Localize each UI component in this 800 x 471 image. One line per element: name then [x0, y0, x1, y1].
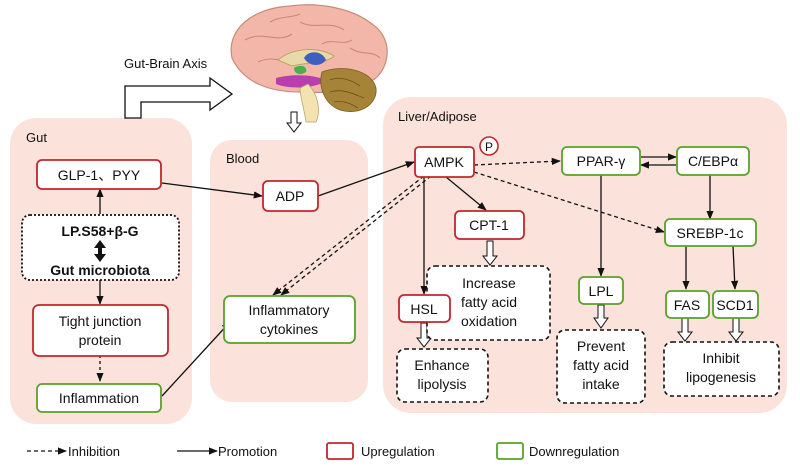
blood-region-label: Blood	[226, 151, 259, 166]
hsl-label: HSL	[410, 301, 437, 317]
cpt1-label: CPT-1	[469, 217, 509, 233]
lpl-label: LPL	[589, 283, 614, 299]
cytokines-box	[223, 295, 356, 344]
legend-downregulation-swatch	[496, 442, 524, 460]
fas-label: FAS	[674, 297, 700, 313]
legend-downregulation-label: Downregulation	[529, 444, 619, 459]
legend-upregulation-swatch	[326, 442, 354, 460]
prevent-line2: fatty acid	[573, 357, 629, 373]
legend: Inhibition Promotion Upregulation Downre…	[27, 442, 619, 460]
lipogenesis-line2: lipogenesis	[686, 369, 756, 385]
ppar-gamma-label: PPAR-γ	[577, 153, 626, 169]
lipogenesis-box	[663, 341, 780, 397]
hsl-box	[398, 294, 451, 323]
connections	[96, 153, 739, 397]
lpl-box	[578, 276, 624, 305]
brain-illustration	[230, 4, 388, 123]
open-arrows	[415, 240, 745, 348]
srebp1c-label: SREBP-1c	[677, 225, 744, 241]
gut-microbiota-label: Gut microbiota	[50, 262, 150, 278]
phosphorylation-label: P	[485, 140, 493, 154]
ampk-label: AMPK	[424, 154, 464, 170]
cebp-alpha-label: C/EBPα	[688, 153, 738, 169]
adp-label: ADP	[276, 188, 305, 204]
glp1-pyy-box	[36, 159, 162, 190]
lipolysis-line2: lipolysis	[417, 376, 466, 392]
lipogenesis-line1: Inhibit	[702, 350, 739, 366]
adp-box	[262, 180, 319, 212]
inflammation-label: Inflammation	[59, 390, 139, 406]
gut-region-label: Gut	[26, 130, 47, 145]
tight-junction-line2: protein	[79, 332, 122, 348]
double-arrow-icon	[94, 240, 106, 262]
tight-junction-line1: Tight junction	[59, 313, 142, 329]
scd1-label: SCD1	[716, 297, 754, 313]
cebp-alpha-box	[676, 146, 750, 176]
glp1-pyy-label: GLP-1、PYY	[58, 167, 141, 183]
ampk-box	[414, 146, 475, 178]
oxidation-line3: oxidation	[461, 313, 517, 329]
phosphorylation-badge	[479, 136, 499, 156]
gut-brain-axis-label: Gut-Brain Axis	[124, 56, 208, 71]
lipolysis-line1: Enhance	[414, 357, 469, 373]
fas-box	[665, 290, 710, 319]
cpt1-box	[454, 210, 525, 240]
lp-treatment-label: LP.S58+β-G	[61, 223, 138, 239]
fatty-acid-intake-box	[556, 329, 646, 404]
cytokines-line2: cytokines	[260, 321, 318, 337]
blood-region	[210, 140, 368, 402]
cytokines-line1: Inflammatory	[249, 302, 330, 318]
srebp1c-box	[664, 218, 757, 247]
prevent-line3: intake	[582, 376, 620, 392]
legend-promotion-label: Promotion	[218, 444, 277, 459]
legend-inhibition-label: Inhibition	[68, 444, 120, 459]
oxidation-line2: fatty acid	[461, 294, 517, 310]
oxidation-line1: Increase	[462, 275, 516, 291]
gut-brain-axis-arrow	[124, 76, 234, 119]
liver-region-label: Liver/Adipose	[398, 109, 477, 124]
legend-upregulation-label: Upregulation	[361, 444, 435, 459]
lipolysis-box	[396, 348, 489, 403]
scd1-box	[712, 290, 759, 319]
ppar-gamma-box	[561, 146, 641, 176]
inflammation-box	[36, 383, 162, 413]
tight-junction-box	[32, 304, 169, 357]
prevent-line1: Prevent	[577, 338, 625, 354]
brain-to-blood-arrow	[285, 111, 303, 133]
